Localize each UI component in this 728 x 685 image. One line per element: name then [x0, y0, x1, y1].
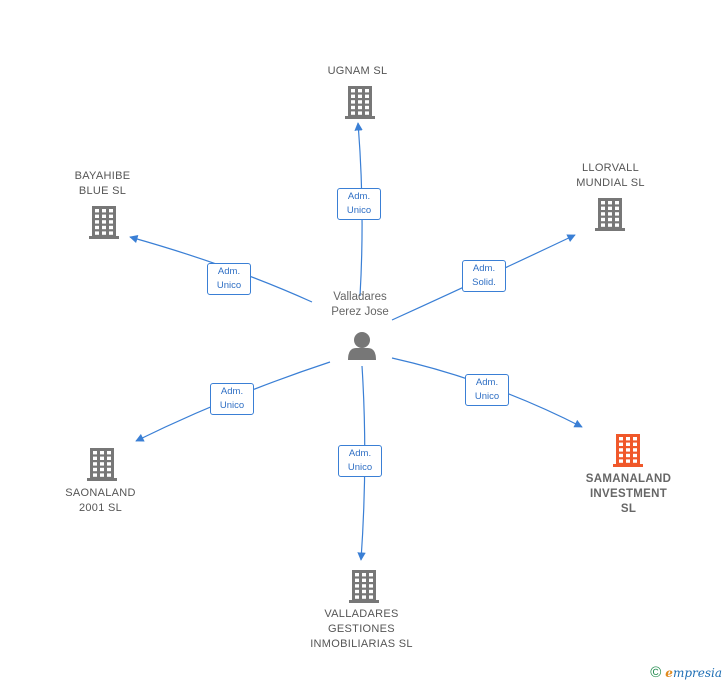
brand-logo[interactable]: empresia	[665, 665, 722, 680]
edge-label-bayahibe: Adm. Unico	[207, 263, 251, 295]
footer-brand: © empresia	[650, 664, 722, 681]
building-icon-ugnam[interactable]	[345, 86, 375, 119]
company-label-llorvall[interactable]: LLORVALL MUNDIAL SL	[576, 162, 645, 189]
building-icon-bayahibe[interactable]	[89, 206, 119, 239]
edge-label-llorvall: Adm. Solid.	[462, 260, 506, 292]
building-icon-valladares[interactable]	[349, 570, 379, 603]
copyright-icon: ©	[650, 664, 662, 681]
company-label-saonaland[interactable]: SAONALAND 2001 SL	[65, 487, 136, 514]
edge-label-ugnam: Adm. Unico	[337, 188, 381, 220]
edge-label-samanaland: Adm. Unico	[465, 374, 509, 406]
edge-label-saonaland: Adm. Unico	[210, 383, 254, 415]
company-label-ugnam[interactable]: UGNAM SL	[327, 65, 388, 77]
building-icon-samanaland[interactable]	[613, 434, 643, 467]
person-icon[interactable]	[348, 332, 376, 360]
company-label-valladares[interactable]: VALLADARES GESTIONES INMOBILIARIAS SL	[310, 608, 413, 650]
building-icon-llorvall[interactable]	[595, 198, 625, 231]
center-person-label[interactable]: Valladares Perez Jose	[331, 291, 389, 318]
company-label-samanaland[interactable]: SAMANALAND INVESTMENT SL	[585, 473, 672, 515]
company-label-bayahibe[interactable]: BAYAHIBE BLUE SL	[74, 170, 131, 197]
edge-label-valladares: Adm. Unico	[338, 445, 382, 477]
building-icon-saonaland[interactable]	[87, 448, 117, 481]
